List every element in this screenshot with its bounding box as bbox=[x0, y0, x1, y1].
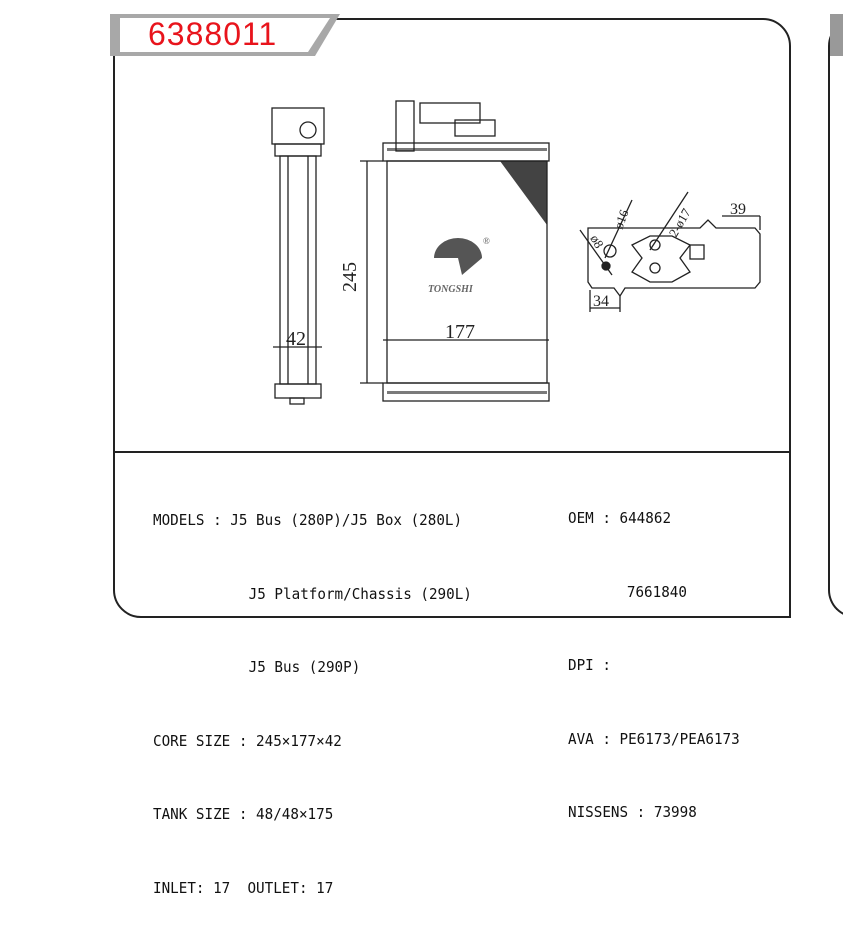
model-3: J5 Bus (290P) bbox=[248, 658, 361, 676]
brand-name: TONGSHI bbox=[428, 284, 474, 295]
dpi-number: DPI : bbox=[568, 656, 611, 674]
oem-number: OEM : 644862 bbox=[568, 509, 672, 527]
height-dim: 245 bbox=[339, 262, 361, 292]
model-2: J5 Platform/Chassis (290L) bbox=[248, 584, 472, 603]
brand-logo: ® TONGSHI bbox=[428, 236, 490, 295]
spec-left: MODELS : J5 Bus (280P)/J5 Box (280L) J5 … bbox=[153, 459, 472, 925]
hole-large-dim: ø16 bbox=[611, 207, 632, 231]
tank-size: TANK SIZE : 48/48×175 bbox=[153, 805, 334, 823]
technical-drawing: 42 177 245 34 39 ø8 ø16 2-ø17 ® TONGSHI bbox=[271, 100, 761, 405]
model-1: J5 Bus (280P)/J5 Box (280L) bbox=[230, 511, 463, 529]
bracket-right-dim: 39 bbox=[730, 201, 746, 218]
product-code: 6388011 bbox=[148, 16, 278, 52]
inlet-outlet: INLET: 17 OUTLET: 17 bbox=[153, 878, 334, 897]
title-banner bbox=[110, 14, 340, 56]
hole-pair-dim: 2-ø17 bbox=[666, 205, 694, 239]
next-sheet-banner bbox=[830, 14, 843, 56]
ava-number: AVA : PE6173/PEA6173 bbox=[568, 729, 740, 748]
side-tank-top bbox=[271, 107, 325, 145]
hole-small-dim: ø8 bbox=[587, 232, 606, 251]
bracket-left-dim: 34 bbox=[593, 293, 609, 310]
models-label: MODELS : bbox=[153, 511, 222, 529]
width-dim: 177 bbox=[445, 321, 475, 343]
sheet-frame bbox=[113, 18, 791, 618]
section-divider bbox=[113, 451, 791, 453]
core-size: CORE SIZE : 245×177×42 bbox=[153, 731, 342, 750]
spec-right: OEM : 644862 7661840 DPI : AVA : PE6173/… bbox=[568, 457, 740, 849]
depth-dim: 42 bbox=[286, 328, 306, 350]
svg-text:®: ® bbox=[483, 236, 490, 246]
nissens-number: NISSENS : 73998 bbox=[568, 803, 697, 821]
oem-number-2: 7661840 bbox=[626, 582, 687, 601]
